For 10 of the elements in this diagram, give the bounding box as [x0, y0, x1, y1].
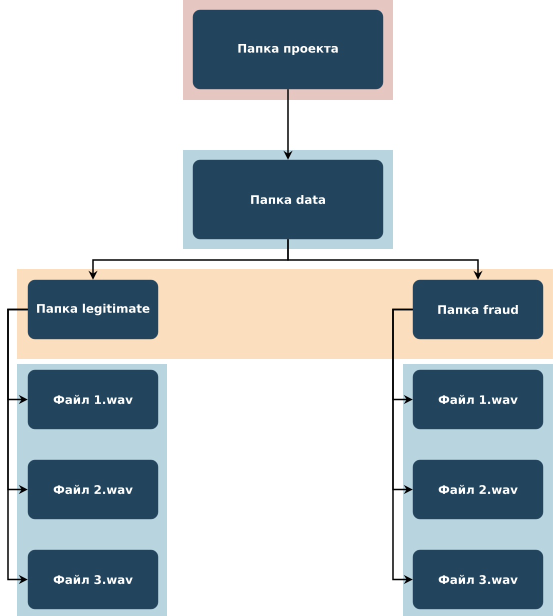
- file-box: Файл 3.wav: [28, 550, 158, 610]
- file-box: Файл 2.wav: [28, 460, 158, 520]
- file-box: Файл 1.wav: [28, 370, 158, 430]
- file-box: Файл 1.wav: [412, 370, 544, 430]
- folder-box: Папка data: [192, 160, 384, 240]
- file-box: Файл 3.wav: [412, 550, 544, 610]
- file-box: Файл 2.wav: [412, 460, 544, 520]
- folder-box: Папка legitimate: [28, 280, 158, 340]
- folder-box: Папка проекта: [192, 10, 384, 90]
- folder-box: Папка fraud: [412, 280, 544, 340]
